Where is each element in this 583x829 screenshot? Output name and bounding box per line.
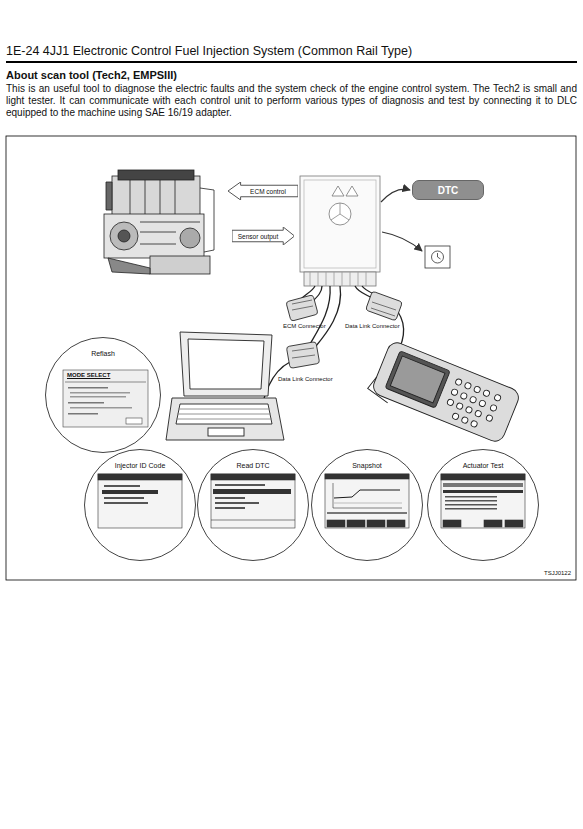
node-text: ECM control bbox=[236, 188, 290, 195]
node-text: Actuator Test bbox=[428, 462, 538, 469]
body-paragraph: This is an useful tool to diagnose the e… bbox=[6, 83, 577, 119]
block-arrow: Sensor output bbox=[232, 227, 294, 245]
figure-frame bbox=[6, 136, 576, 580]
engine-drawing bbox=[104, 170, 214, 274]
node-text: Snapshot bbox=[312, 462, 422, 469]
node-text: Read DTC bbox=[198, 462, 308, 469]
ecm-unit bbox=[300, 176, 380, 286]
injector-screen bbox=[98, 474, 182, 528]
node-text: Sensor output bbox=[234, 233, 292, 240]
block-arrow: ECM control bbox=[228, 182, 298, 200]
connector-label: Data Link Connector bbox=[345, 323, 400, 329]
function-circle: Read DTC bbox=[197, 449, 309, 561]
data-link-connector bbox=[366, 291, 403, 321]
snapshot-screen bbox=[325, 474, 409, 528]
section-heading: About scan tool (Tech2, EMPSIII) bbox=[6, 69, 177, 81]
dtc-box: DTC bbox=[412, 180, 484, 200]
node-text: DTC bbox=[438, 185, 459, 196]
lamp-icon bbox=[425, 246, 450, 268]
tech2-tester bbox=[365, 338, 521, 448]
actuator-screen bbox=[441, 474, 525, 528]
page-header: 1E-24 4JJ1 Electronic Control Fuel Injec… bbox=[6, 44, 412, 58]
node-text: Injector ID Code bbox=[85, 462, 195, 469]
read-dtc-screen bbox=[211, 474, 295, 528]
header-rule bbox=[6, 61, 577, 63]
function-circle: Snapshot bbox=[311, 449, 423, 561]
connector-label: ECM Connector bbox=[283, 323, 326, 329]
screen-text: MODE SELECT bbox=[67, 372, 160, 378]
function-circle: Injector ID Code bbox=[84, 449, 196, 561]
connector-label: Data Link Connector bbox=[278, 376, 333, 382]
node-text: Reflash bbox=[46, 350, 160, 357]
data-link-connector bbox=[286, 342, 319, 369]
laptop bbox=[166, 332, 284, 440]
figure-code: TSJJ0122 bbox=[544, 570, 571, 576]
reflash-screen bbox=[63, 370, 148, 427]
ecm-connector bbox=[286, 295, 318, 322]
function-circle: Actuator Test bbox=[427, 449, 539, 561]
function-circle: ReflashMODE SELECT bbox=[45, 337, 161, 453]
lamp-arrow bbox=[382, 232, 422, 251]
dtc-arrow bbox=[381, 189, 410, 202]
